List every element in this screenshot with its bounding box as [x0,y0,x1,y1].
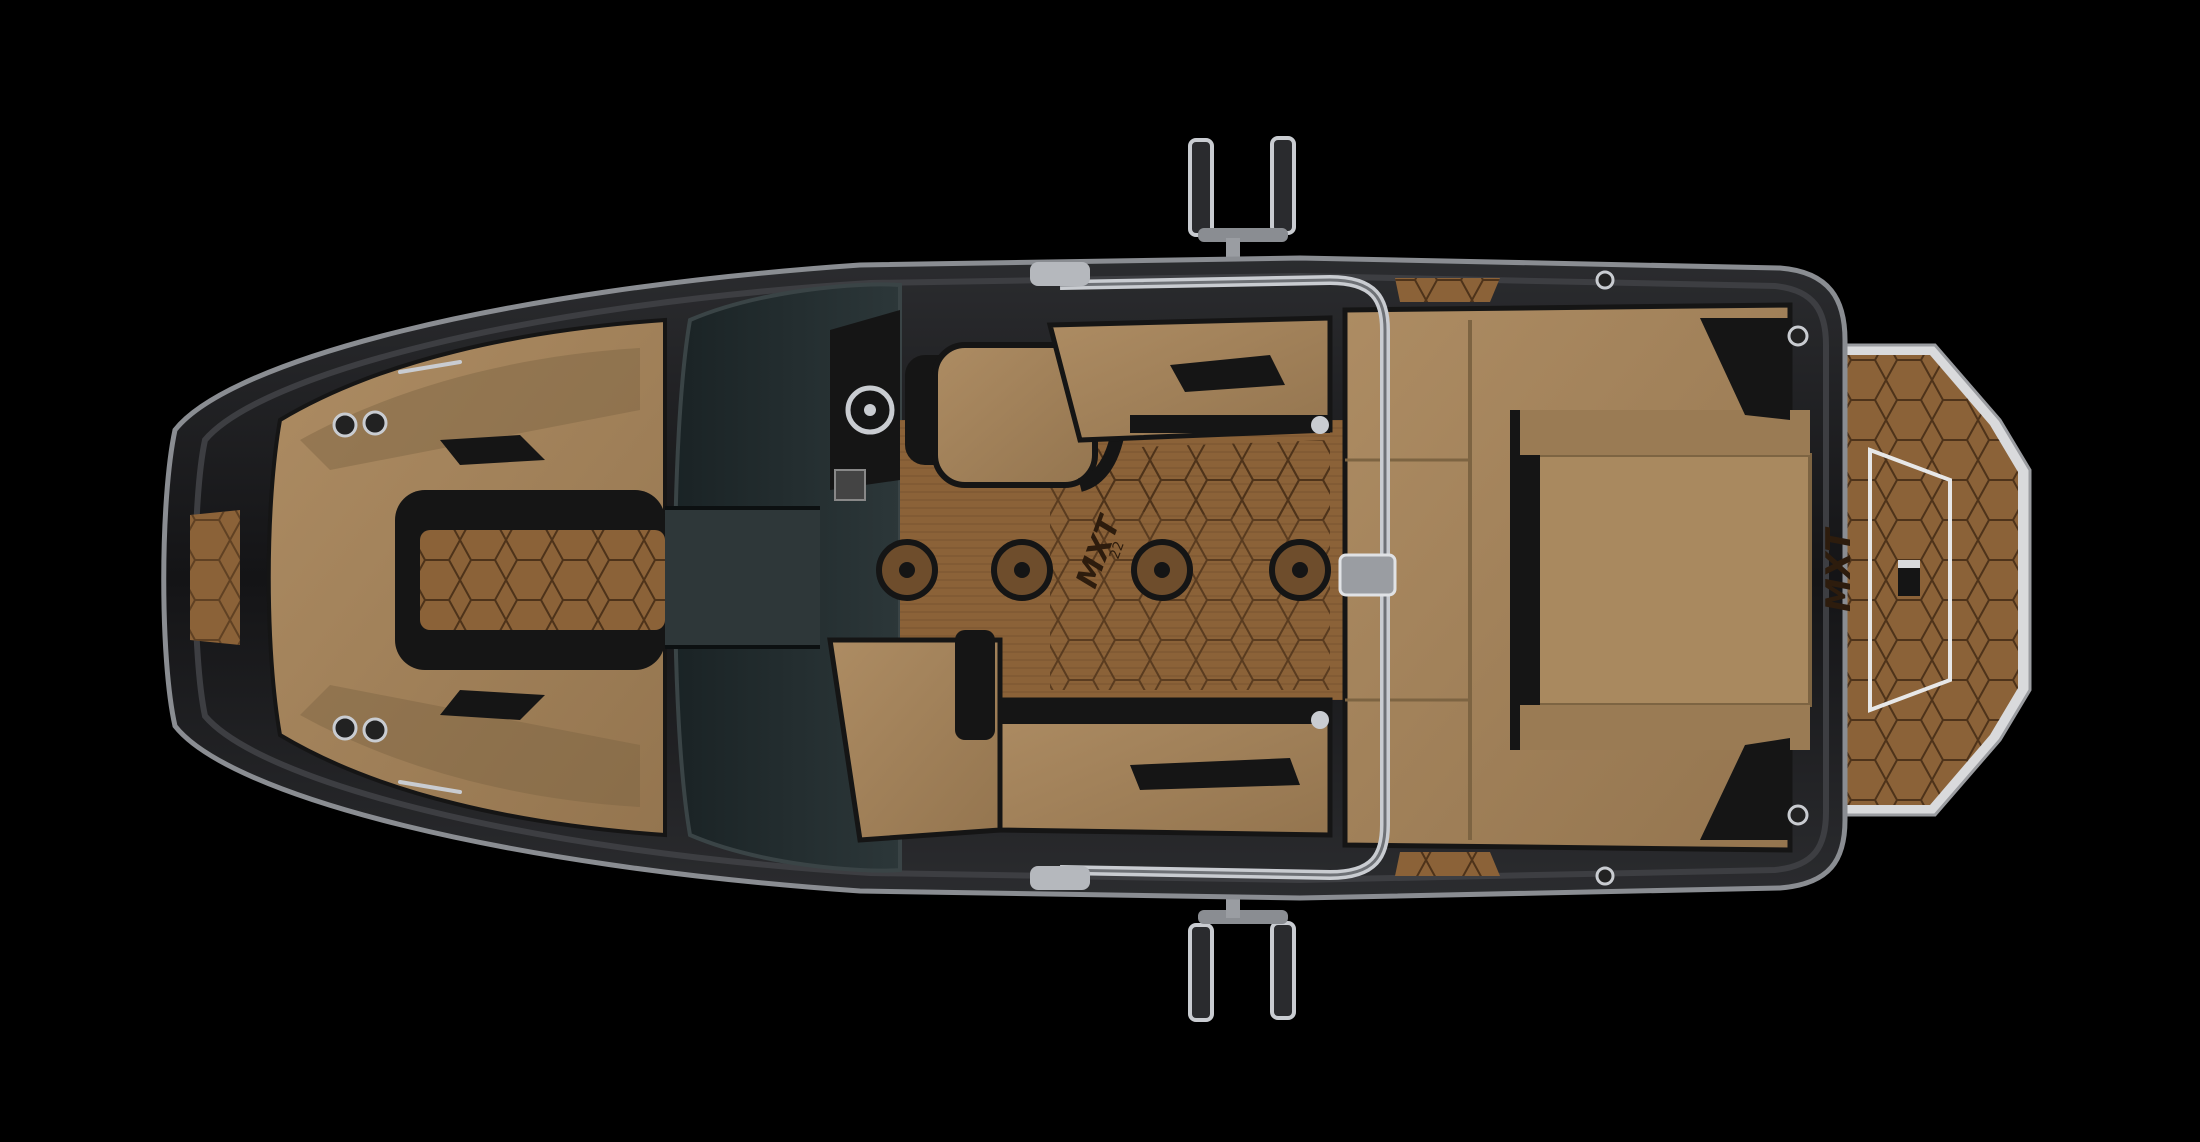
bow-step-pad [190,510,240,645]
speaker-icon [1787,804,1809,826]
gunwale-pads [1395,278,1500,876]
bow-seating [266,317,667,838]
swim-platform-logo-text: MXT [1819,526,1859,612]
cupholder-icon [332,715,358,741]
wake-tower-icon [1030,262,1397,890]
bow-cupholders [332,360,462,794]
speaker-icon [1787,325,1809,347]
cockpit-side-seat-top [1046,315,1333,443]
deck-logo-subtext: 22 [1107,539,1128,561]
steering-wheel-icon [845,385,895,435]
board-rack-top [1188,136,1296,278]
helm [830,310,900,501]
swim-platform-logo: MXT [1819,526,1920,612]
board-rack-bottom [1188,878,1296,1022]
cupholder-icon [362,410,388,436]
cupholder-icon [362,717,388,743]
floor-hatches [876,539,1331,601]
cupholder-icon [332,412,358,438]
aft-seating [1342,302,1812,853]
observer-seat [827,630,1003,843]
stern-hardware [1595,270,1809,886]
cockpit-side-seat-bottom [997,697,1333,838]
